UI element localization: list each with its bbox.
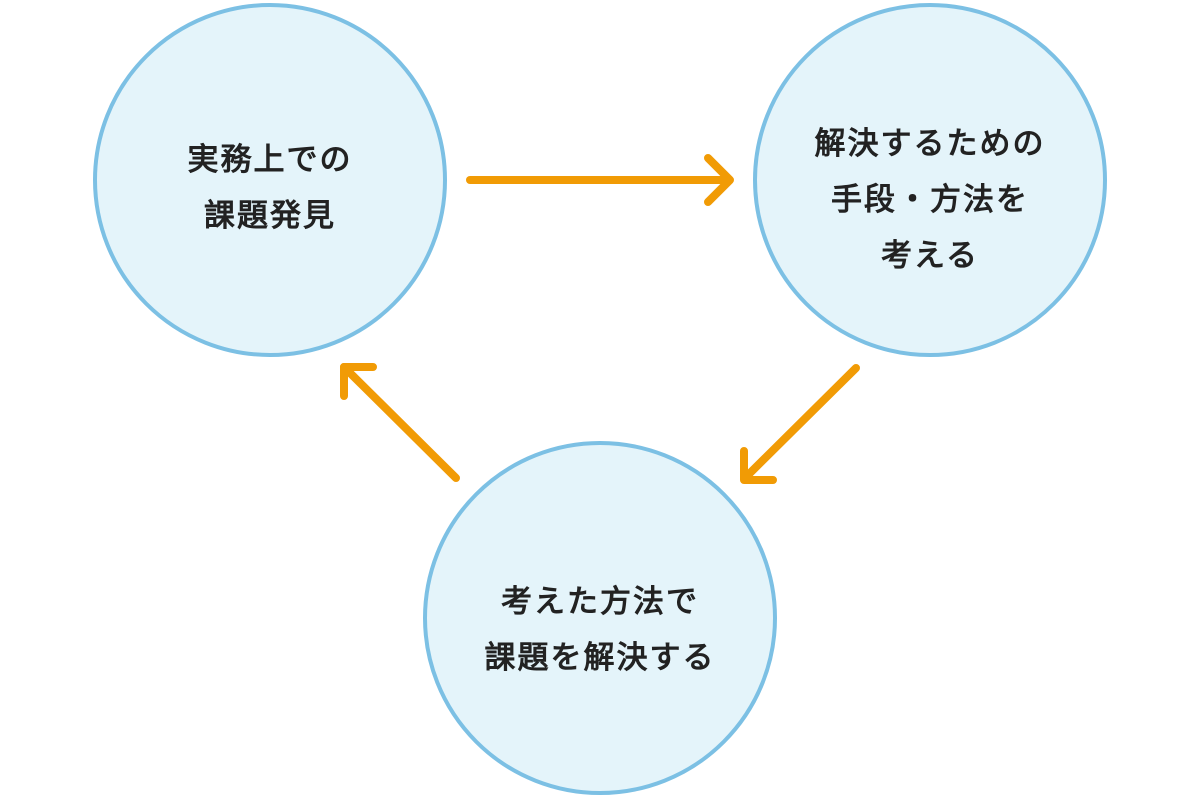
node-label-line: 課題発見 — [204, 198, 336, 234]
node-label-line: 実務上での — [188, 142, 353, 178]
node-circle — [423, 441, 777, 795]
arrow-down-left — [740, 364, 860, 484]
node-label-line: 手段・方法を — [831, 182, 1029, 218]
arrow-up-left — [340, 363, 460, 482]
node-problem-discovery: 実務上での 課題発見 — [93, 3, 447, 357]
arrow-right — [466, 154, 734, 206]
node-circle — [753, 3, 1107, 357]
node-label-line: 考えた方法で — [501, 584, 699, 620]
node-label-line: 解決するための — [815, 126, 1046, 162]
node-label-line: 課題を解決する — [485, 640, 716, 676]
node-consider-means: 解決するための 手段・方法を 考える — [753, 3, 1107, 357]
node-circle — [93, 3, 447, 357]
node-label-line: 考える — [881, 238, 979, 274]
node-solve-problem: 考えた方法で 課題を解決する — [423, 441, 777, 795]
